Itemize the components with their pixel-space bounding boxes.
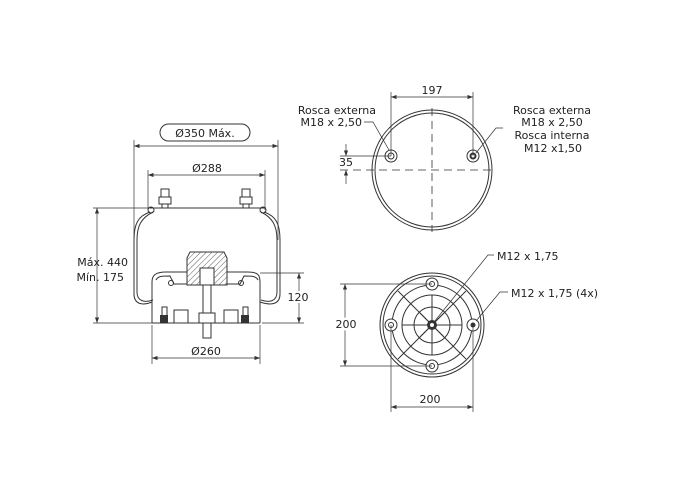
left-thread-label-2: M18 x 2,50 — [301, 116, 362, 129]
center-thread-label: M12 x 1,75 — [497, 250, 558, 263]
height-min-label: Mín. 175 — [76, 271, 124, 284]
dia-top-label: Ø288 — [192, 162, 222, 175]
piston-height-label: 120 — [288, 291, 309, 304]
bellow-right — [259, 211, 281, 305]
air-fitting-stem — [202, 284, 212, 339]
bolt-thread-label: M12 x 1,75 (4x) — [511, 287, 598, 300]
bottom-height-label: 200 — [336, 318, 357, 331]
height-max-label: Máx. 440 — [77, 256, 128, 269]
right-thread-label-4: M12 x1,50 — [524, 142, 582, 155]
dia-piston-label: Ø260 — [191, 345, 221, 358]
bellow-left — [133, 211, 153, 305]
right-thread-label-2: M18 x 2,50 — [521, 116, 582, 129]
stud-offset-label: 35 — [339, 156, 353, 169]
right-thread-label-1: Rosca externa — [513, 104, 591, 117]
side-view: Ø350 Máx. Ø288 — [76, 123, 311, 364]
bottom-view: 200 200 M12 x 1,75 M12 x 1,75 (4x) — [333, 250, 598, 412]
top-stud-right — [239, 188, 253, 209]
piston-base-outer — [379, 272, 485, 378]
stud-spacing-label: 197 — [422, 84, 443, 97]
right-thread-label-3: Rosca interna — [514, 129, 589, 142]
dia-max-label: Ø350 Máx. — [175, 127, 234, 140]
bottom-width-label: 200 — [420, 393, 441, 406]
top-stud-left — [158, 188, 172, 209]
top-view: 197 35 Rosca externa M18 x 2,50 Rosca ex… — [298, 84, 591, 232]
dia-max-label-box — [159, 123, 251, 142]
left-thread-label-1: Rosca externa — [298, 104, 376, 117]
